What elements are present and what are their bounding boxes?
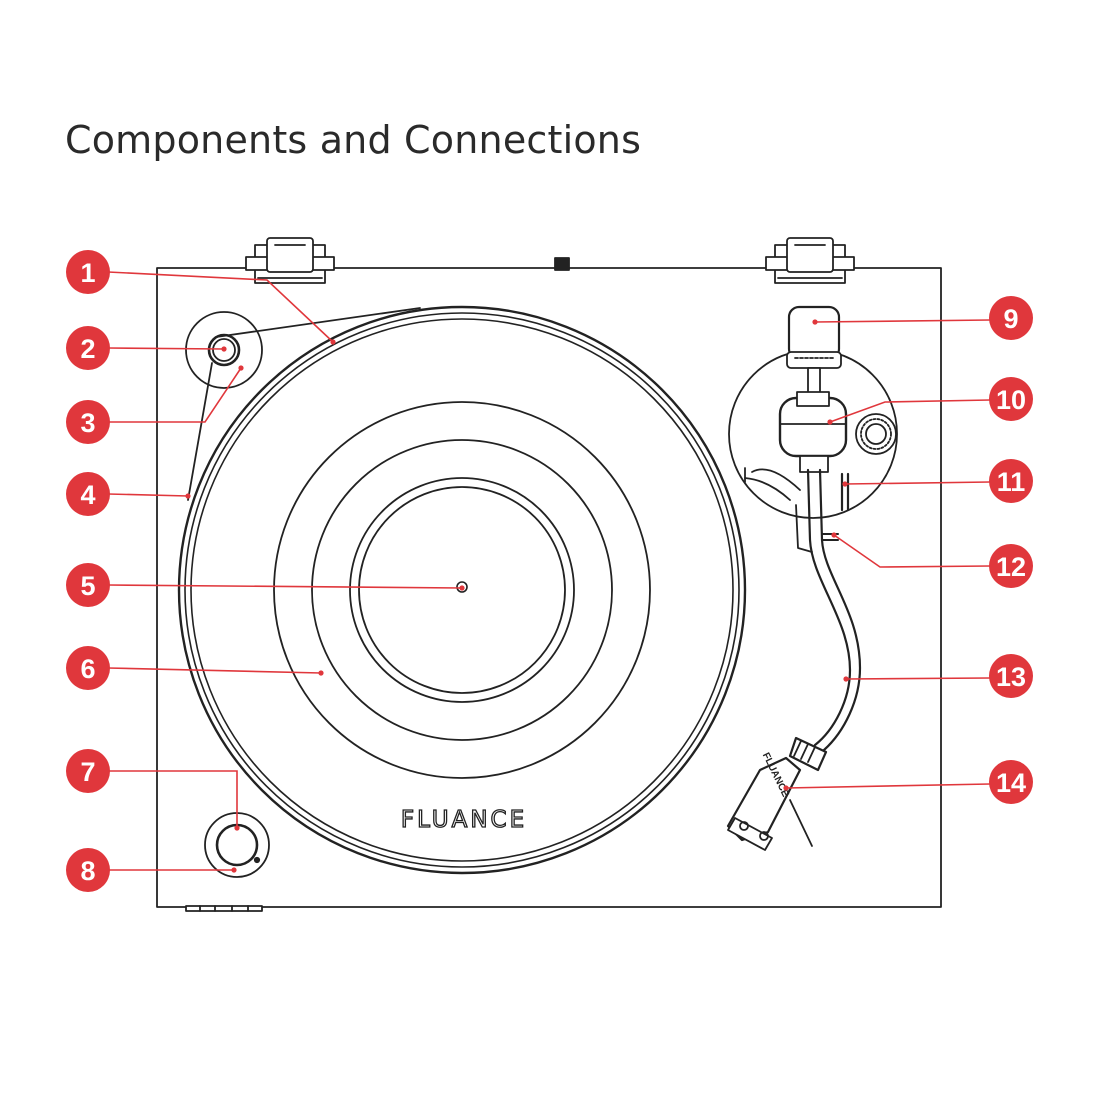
tonearm [806, 468, 852, 747]
callout-3: 3 [66, 400, 110, 444]
svg-text:12: 12 [996, 552, 1026, 582]
callout-6: 6 [66, 646, 110, 690]
platter [177, 305, 747, 875]
leader-10 [829, 399, 991, 423]
leader-7 [108, 770, 238, 828]
callout-5: 5 [66, 563, 110, 607]
anti-skate-dial [855, 413, 897, 455]
rear-tab [554, 257, 570, 271]
leader-13 [845, 677, 991, 680]
callout-11: 11 [989, 459, 1033, 503]
svg-text:1: 1 [80, 258, 95, 288]
svg-text:4: 4 [80, 480, 95, 510]
leader-14 [785, 783, 991, 789]
counterweight [786, 305, 842, 399]
callout-2: 2 [66, 326, 110, 370]
rear-connectors [185, 905, 263, 912]
svg-text:13: 13 [996, 662, 1026, 692]
svg-text:14: 14 [996, 768, 1026, 798]
callout-8: 8 [66, 848, 110, 892]
leader-12 [833, 534, 991, 568]
drive-belt [215, 307, 421, 338]
callout-10: 10 [989, 377, 1033, 421]
callout-7: 7 [66, 749, 110, 793]
svg-text:3: 3 [80, 408, 95, 438]
hinge-right [765, 237, 855, 284]
page-title: Components and Connections [65, 118, 642, 162]
leader-2 [107, 347, 225, 350]
leader-5 [107, 584, 463, 589]
headshell [726, 736, 828, 851]
leader-1 [107, 271, 334, 343]
power-knob [215, 823, 259, 867]
svg-text:11: 11 [997, 467, 1026, 497]
brand-logo: FLUANCE [401, 807, 527, 833]
svg-text:6: 6 [80, 654, 95, 684]
callout-14: 14 [989, 760, 1033, 804]
svg-text:7: 7 [80, 757, 95, 787]
tonearm-pivot [778, 391, 848, 473]
callout-4: 4 [66, 472, 110, 516]
callout-1: 1 [66, 250, 110, 294]
leader-11 [844, 481, 991, 485]
slipmat [273, 401, 651, 779]
leader-4 [107, 493, 189, 497]
leader-9 [814, 319, 991, 323]
svg-text:9: 9 [1003, 304, 1018, 334]
svg-text:2: 2 [80, 334, 95, 364]
spindle [456, 581, 468, 593]
callout-12: 12 [989, 544, 1033, 588]
callout-13: 13 [989, 654, 1033, 698]
leader-3 [108, 367, 242, 423]
svg-text:10: 10 [996, 385, 1026, 415]
svg-text:5: 5 [80, 571, 95, 601]
svg-text:8: 8 [80, 856, 95, 886]
turntable-plinth [156, 267, 942, 908]
pulley-housing [185, 311, 263, 389]
leader-6 [107, 667, 322, 674]
hinge-left [245, 237, 335, 284]
record-label-area [349, 477, 575, 703]
callout-9: 9 [989, 296, 1033, 340]
